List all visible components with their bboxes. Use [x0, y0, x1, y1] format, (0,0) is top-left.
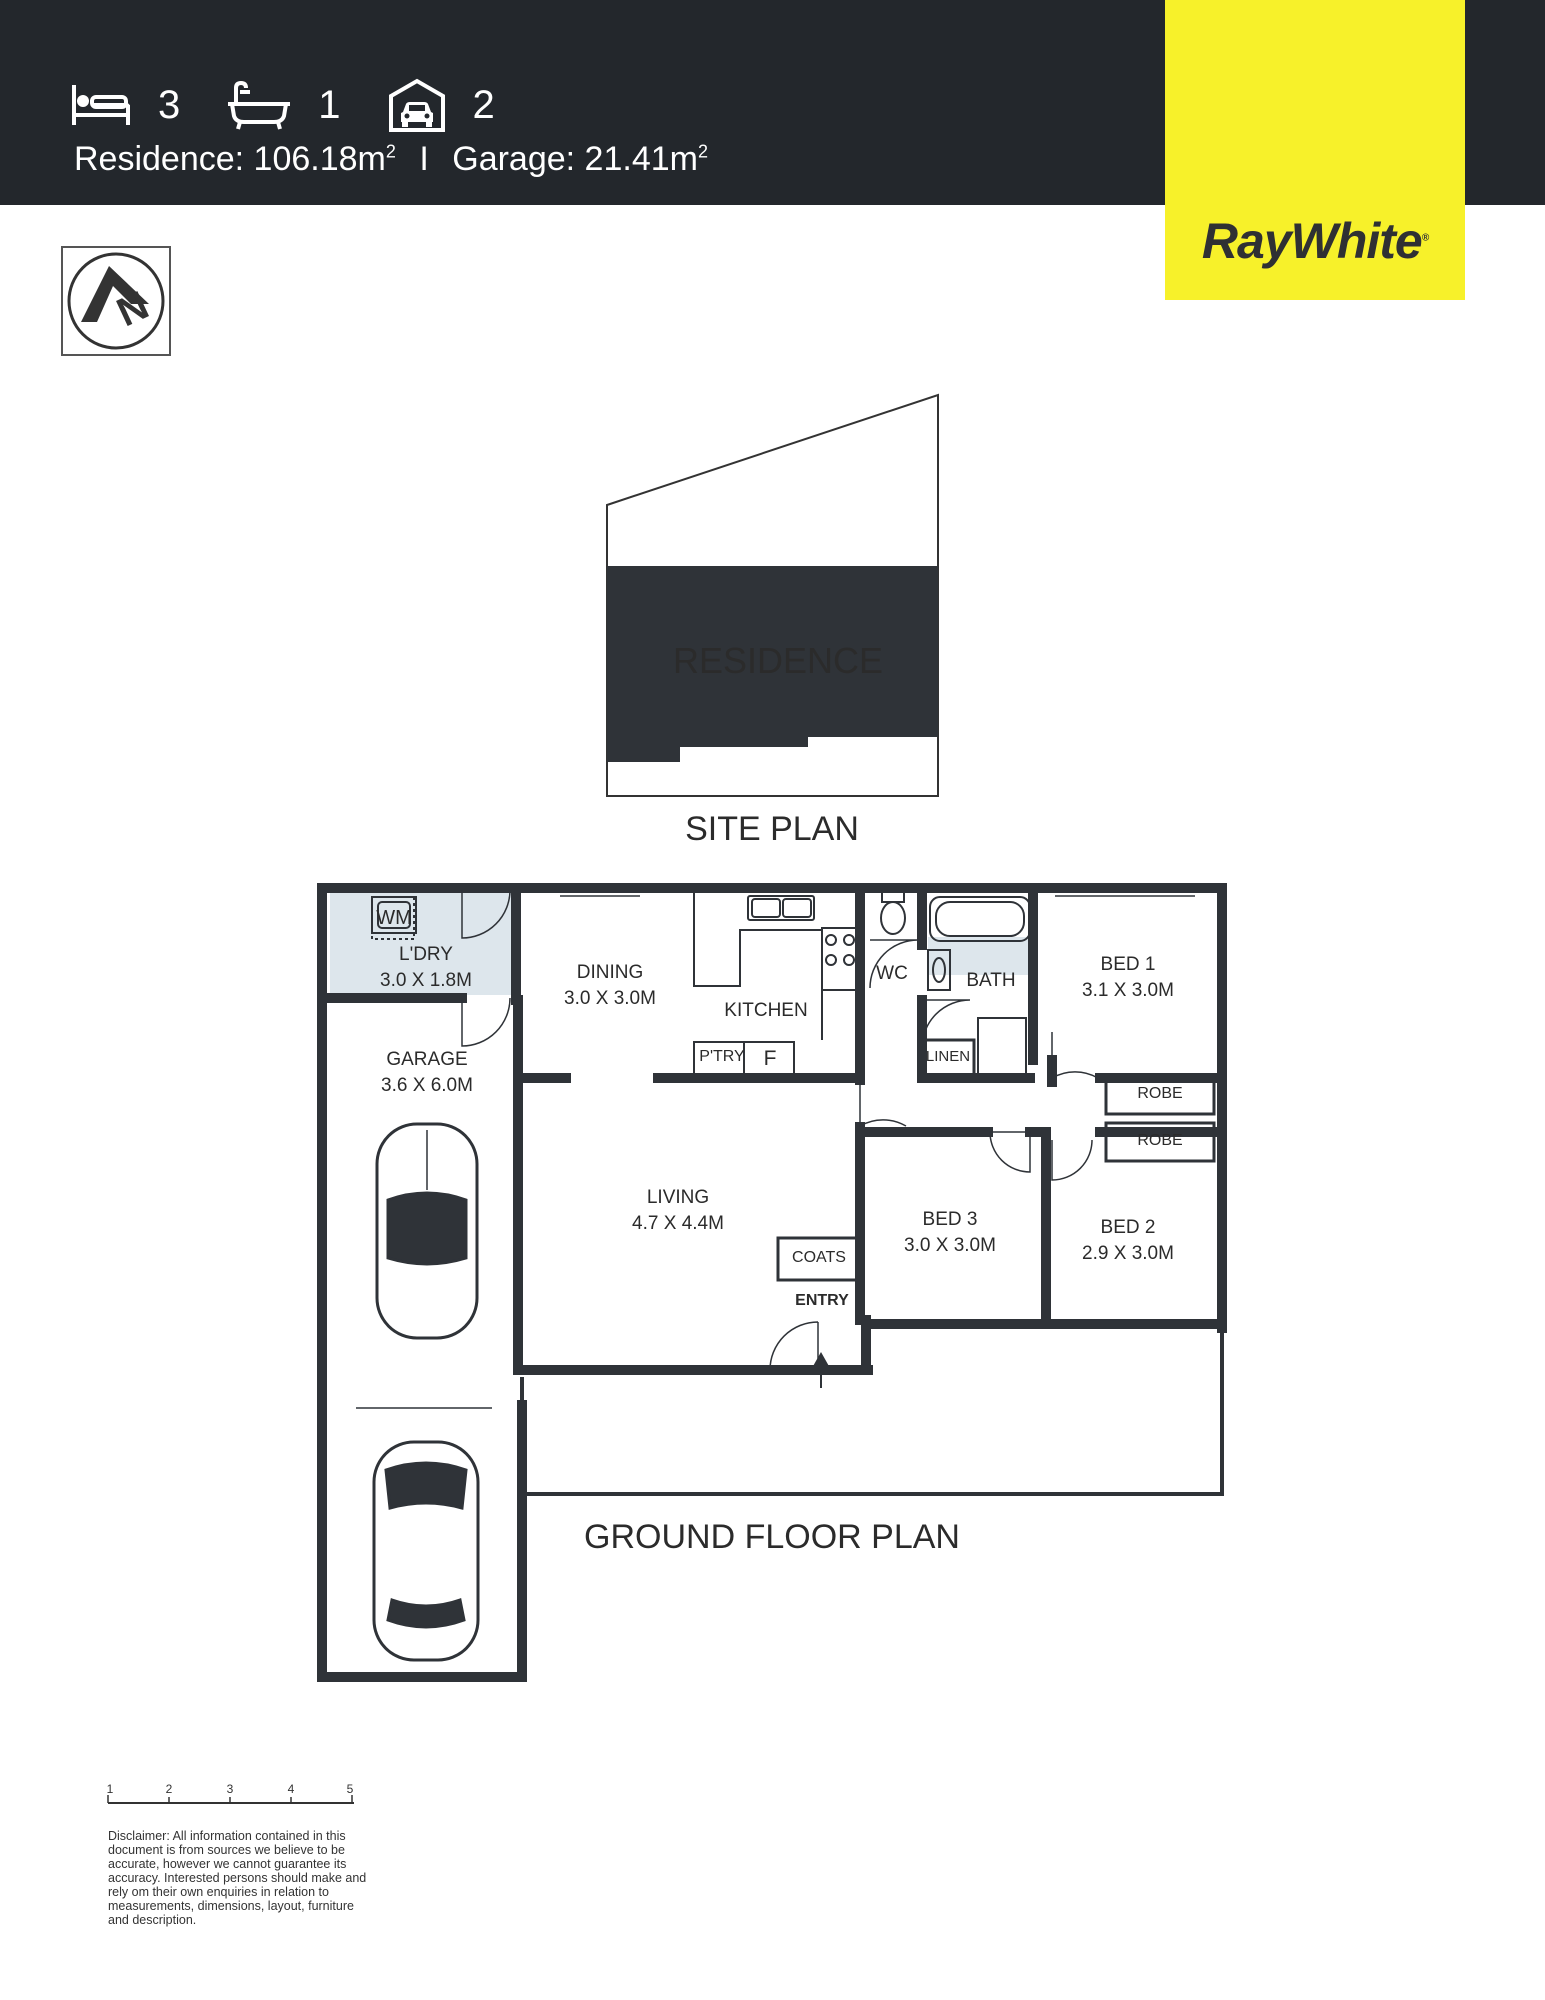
laundry-size: 3.0 X 1.8M	[380, 970, 472, 991]
coats-label: COATS	[792, 1249, 846, 1266]
entry-label: ENTRY	[795, 1292, 849, 1309]
living-name: LIVING	[646, 1187, 710, 1208]
garage-car-icon	[375, 1122, 479, 1340]
scale-bar: 1 2 3 4 5	[107, 1783, 354, 1804]
garage-icon	[388, 78, 445, 132]
scale-tick-5: 5	[347, 1783, 354, 1796]
living-size: 4.7 X 4.4M	[632, 1213, 724, 1234]
beds-count: 3	[158, 82, 181, 127]
kitchen-label: KITCHEN	[724, 1000, 808, 1021]
bed2-name: BED 2	[1100, 1217, 1156, 1238]
fridge-label: F	[763, 1047, 777, 1070]
north-arrow-icon: N	[67, 252, 165, 350]
pantry-label: P'TRY	[699, 1048, 745, 1065]
bed2-label: BED 2 2.9 X 3.0M	[1068, 1215, 1188, 1267]
bed1-label: BED 1 3.1 X 3.0M	[1068, 952, 1188, 1004]
disclaimer-text: Disclaimer: All information contained in…	[108, 1829, 367, 1927]
scale-tick-2: 2	[166, 1783, 173, 1796]
baths-stat: 1	[226, 80, 341, 130]
scale-tick-4: 4	[288, 1783, 295, 1796]
laundry-name: L'DRY	[399, 944, 453, 965]
bathtub-icon	[228, 80, 291, 130]
site-plan-title: SITE PLAN	[685, 810, 859, 848]
laundry-label: L'DRY 3.0 X 1.8M	[356, 942, 496, 994]
floor-plan-title: GROUND FLOOR PLAN	[584, 1518, 960, 1556]
garage-size: 3.6 X 6.0M	[381, 1075, 473, 1096]
garage-area: Garage: 21.41m	[452, 140, 698, 178]
wm-label: WM	[376, 907, 412, 929]
bed3-label: BED 3 3.0 X 3.0M	[890, 1207, 1010, 1259]
wc-label: WC	[876, 963, 908, 984]
garage-area-unit: 2	[697, 141, 708, 162]
scale-tick-3: 3	[227, 1783, 234, 1796]
area-summary: Residence: 106.18m2 I Garage: 21.41m2	[74, 140, 708, 179]
cars-count: 2	[472, 82, 495, 127]
bed-icon	[72, 85, 130, 125]
bed1-name: BED 1	[1100, 954, 1156, 975]
dining-label: DINING 3.0 X 3.0M	[540, 960, 680, 1012]
logo-text: RayWhite®	[1165, 212, 1465, 270]
bath-label: BATH	[966, 970, 1016, 991]
dining-size: 3.0 X 3.0M	[564, 988, 656, 1009]
bed2-size: 2.9 X 3.0M	[1082, 1243, 1174, 1264]
beds-stat: 3	[70, 83, 180, 128]
scale-tick-1: 1	[107, 1783, 114, 1796]
living-label: LIVING 4.7 X 4.4M	[608, 1185, 748, 1237]
north-compass: N	[61, 246, 171, 356]
raywhite-logo: RayWhite®	[1165, 0, 1465, 300]
dining-name: DINING	[576, 962, 644, 983]
logo-wordmark: RayWhite	[1201, 213, 1423, 269]
site-residence-label: RESIDENCE	[673, 640, 884, 681]
floor-plan	[317, 883, 1227, 1682]
residence-area-unit: 2	[385, 141, 396, 162]
linen-label: LINEN	[925, 1048, 971, 1065]
site-plan	[606, 393, 939, 797]
baths-count: 1	[318, 82, 341, 127]
robe2-label: ROBE	[1137, 1132, 1183, 1149]
cars-stat: 2	[387, 78, 495, 132]
logo-registered-mark: ®	[1421, 232, 1429, 244]
driveway-car-icon	[372, 1440, 480, 1662]
garage-label: GARAGE 3.6 X 6.0M	[357, 1047, 497, 1099]
property-stats: 3 1	[70, 70, 541, 140]
garage-name: GARAGE	[386, 1049, 468, 1070]
robe1-label: ROBE	[1137, 1085, 1183, 1102]
residence-area: Residence: 106.18m	[74, 140, 386, 178]
area-separator: I	[419, 140, 429, 178]
bed3-size: 3.0 X 3.0M	[904, 1235, 996, 1256]
bed1-size: 3.1 X 3.0M	[1082, 980, 1174, 1001]
bed3-name: BED 3	[922, 1209, 978, 1230]
